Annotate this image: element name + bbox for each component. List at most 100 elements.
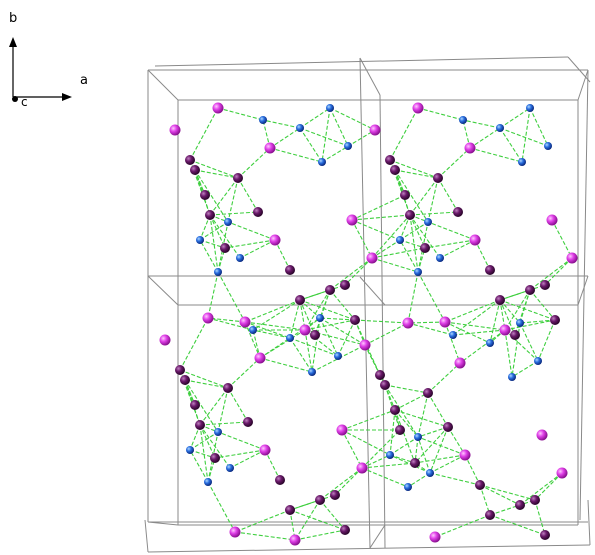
bond <box>529 107 549 147</box>
atom-purple <box>475 480 485 490</box>
bond <box>452 299 501 336</box>
atom-blue <box>226 464 234 472</box>
bond <box>194 169 229 223</box>
bond <box>394 169 429 223</box>
bond <box>224 239 276 249</box>
bond <box>417 392 429 438</box>
atom-blue <box>414 268 422 276</box>
bond <box>199 214 211 241</box>
bond <box>389 159 439 179</box>
bond <box>237 147 271 179</box>
atom-purple <box>205 210 215 220</box>
atom-magenta <box>454 357 466 369</box>
bond <box>244 321 291 339</box>
atom-purple <box>285 265 295 275</box>
bond <box>207 271 219 319</box>
bond <box>364 322 409 346</box>
bond <box>384 384 396 411</box>
bond <box>217 431 266 451</box>
atom-blue <box>414 433 422 441</box>
atom-magenta <box>212 102 224 114</box>
bond <box>311 317 321 373</box>
atom-magenta <box>566 252 578 264</box>
bond <box>262 119 271 149</box>
bond <box>429 426 449 474</box>
bond <box>499 299 516 336</box>
atom-magenta <box>359 339 371 351</box>
bond <box>311 344 366 373</box>
cell-edge <box>147 521 179 526</box>
bond <box>289 337 313 373</box>
bond <box>489 299 501 344</box>
bond <box>227 357 261 389</box>
atom-purple <box>310 330 320 340</box>
bond <box>189 449 209 483</box>
bond <box>414 426 449 464</box>
atom-magenta <box>356 462 368 474</box>
bond <box>207 481 236 533</box>
bond <box>319 317 356 321</box>
bond <box>407 472 431 488</box>
atom-purple <box>525 285 535 295</box>
bond <box>439 239 476 259</box>
bond <box>244 321 261 359</box>
bond <box>394 169 406 196</box>
cell-edge <box>147 544 591 553</box>
bond <box>389 454 431 474</box>
bond <box>194 169 211 216</box>
bond <box>344 257 373 286</box>
bond <box>371 247 426 259</box>
atom-blue <box>526 104 534 112</box>
bond <box>499 107 531 129</box>
bond <box>217 387 229 433</box>
bond <box>462 119 501 129</box>
atom-purple <box>295 295 305 305</box>
atom-magenta <box>402 317 414 329</box>
atom-purple <box>175 365 185 375</box>
atom-blue <box>516 319 524 327</box>
atom-magenta <box>289 534 301 546</box>
bond <box>351 219 401 241</box>
atom-magenta <box>254 352 266 364</box>
cell-edge <box>369 524 386 549</box>
cell-edge <box>587 499 591 546</box>
bond <box>227 221 276 241</box>
bond <box>399 221 429 241</box>
atom-magenta <box>336 424 348 436</box>
atom-purple <box>385 155 395 165</box>
bond <box>244 299 301 323</box>
atom-blue <box>214 428 222 436</box>
atom-blue <box>544 142 552 150</box>
bond <box>371 239 401 259</box>
bond <box>351 219 373 259</box>
atom-magenta <box>412 102 424 114</box>
atom-magenta <box>202 312 214 324</box>
bond <box>394 392 429 411</box>
atom-purple <box>540 530 550 540</box>
atom-blue <box>296 124 304 132</box>
atom-blue <box>249 326 257 334</box>
bond <box>294 529 346 541</box>
atom-magenta <box>169 124 181 136</box>
bond <box>244 321 306 331</box>
atom-blue <box>334 352 342 360</box>
bond <box>184 379 196 406</box>
bond <box>519 322 539 362</box>
atom-purple <box>340 280 350 290</box>
bond <box>319 317 339 357</box>
unit-cell-wireframe <box>144 56 591 553</box>
bond <box>329 289 356 321</box>
bond <box>209 211 259 216</box>
bond <box>389 436 419 456</box>
bond <box>289 509 346 531</box>
bond <box>289 337 339 357</box>
bond <box>519 472 563 506</box>
cell-edge <box>147 69 179 101</box>
bond <box>427 177 439 223</box>
bond <box>444 321 506 331</box>
bond <box>351 214 411 221</box>
atom-blue <box>204 478 212 486</box>
bond <box>371 257 419 273</box>
atom-blue <box>186 446 194 454</box>
bond <box>237 177 259 213</box>
